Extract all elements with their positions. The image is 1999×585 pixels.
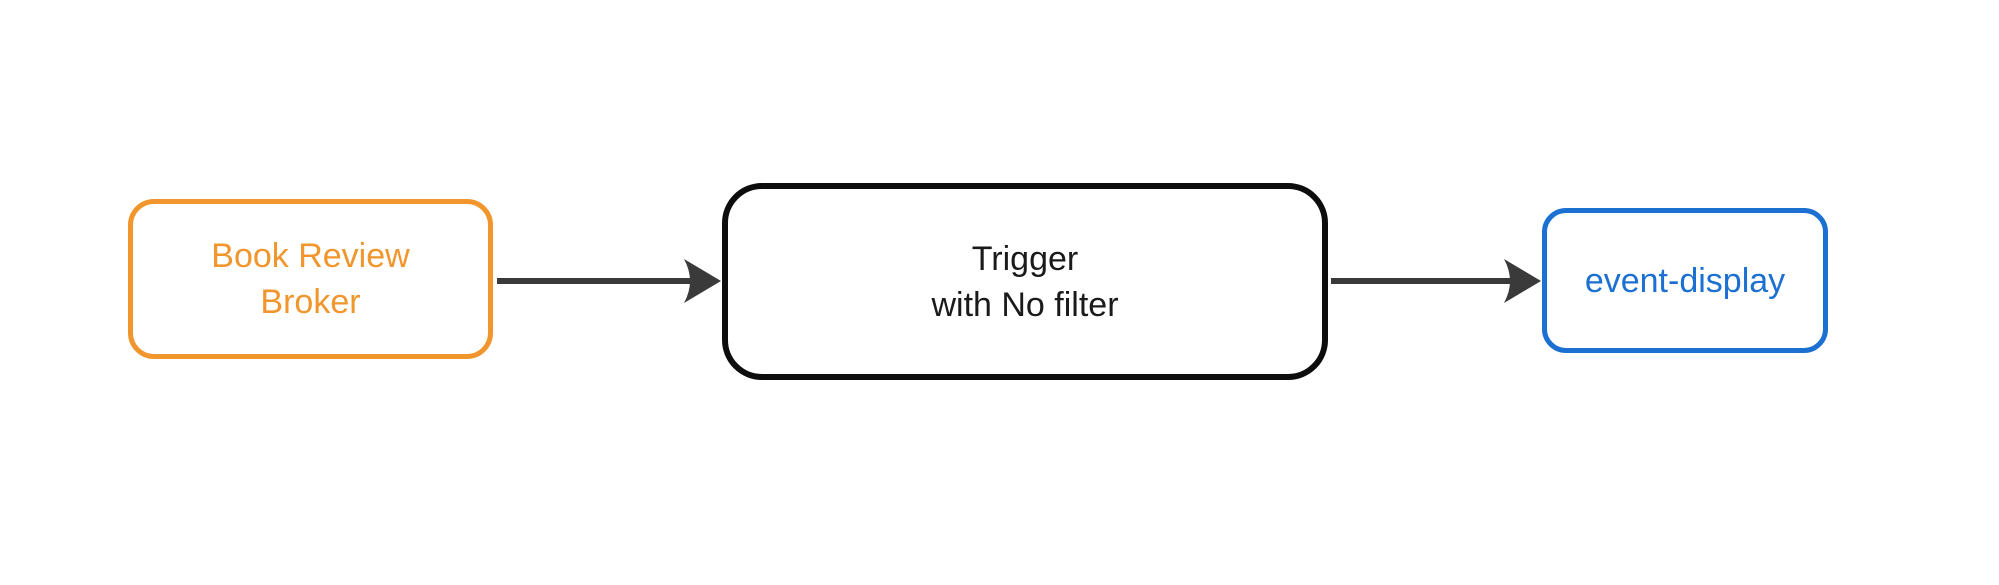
node-label-line: Broker xyxy=(260,283,361,321)
edge-broker-to-trigger xyxy=(497,259,721,303)
node-label-line: Trigger xyxy=(971,239,1079,278)
edge-trigger-to-event-display xyxy=(1331,259,1541,303)
node-label: Trigger with No filter xyxy=(931,236,1118,328)
node-event-display: event-display xyxy=(1542,208,1828,353)
arrow-head-icon xyxy=(684,259,721,303)
node-trigger: Trigger with No filter xyxy=(722,183,1328,380)
node-label: event-display xyxy=(1585,258,1785,304)
node-label-line: with No filter xyxy=(931,285,1119,324)
arrow-head-icon xyxy=(1504,259,1541,303)
node-label-line: event-display xyxy=(1584,261,1786,300)
node-label: Book Review Broker xyxy=(211,233,409,325)
node-book-review-broker: Book Review Broker xyxy=(128,199,493,359)
node-label-line: Book Review xyxy=(211,237,410,275)
